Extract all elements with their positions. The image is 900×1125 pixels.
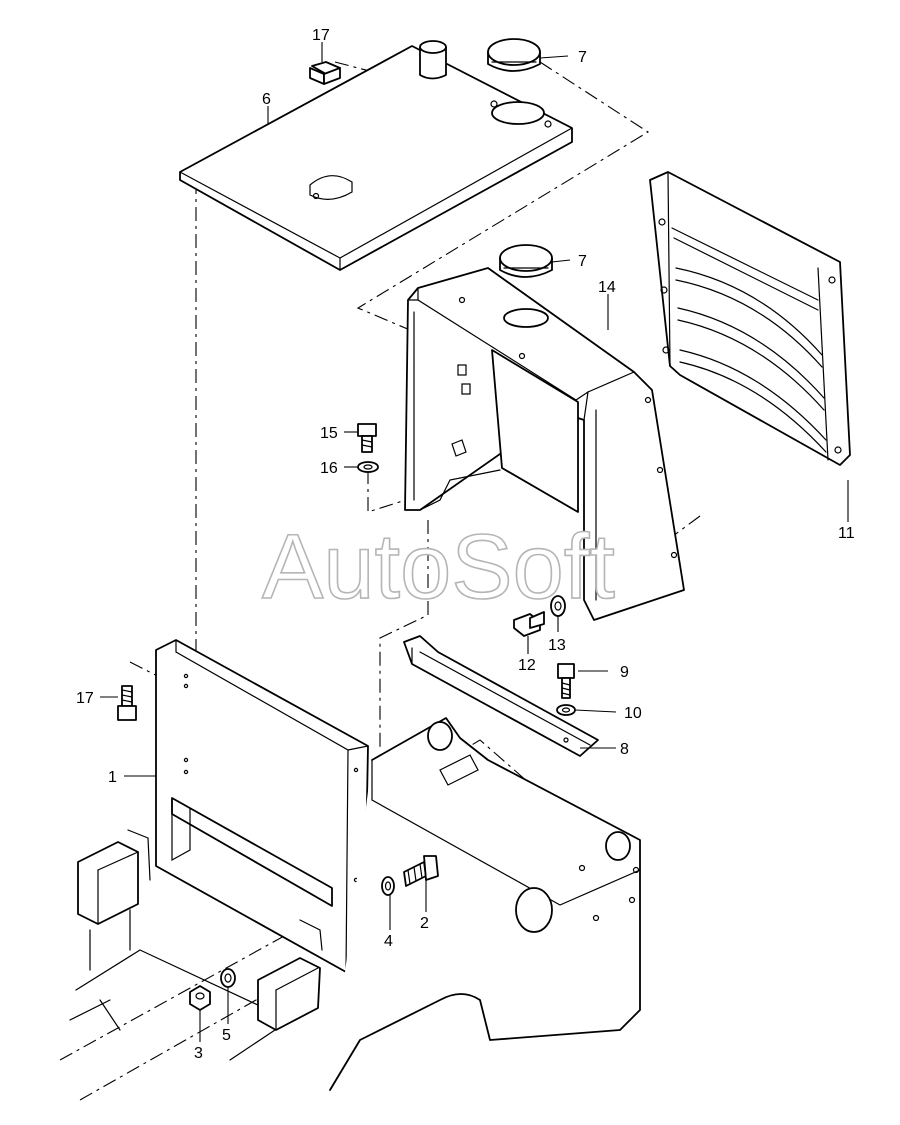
bolt-9 bbox=[557, 663, 575, 699]
callout-4: 4 bbox=[384, 933, 393, 950]
side-panel bbox=[155, 639, 369, 973]
leader-lines bbox=[100, 42, 849, 1042]
callout-17-top: 17 bbox=[312, 27, 330, 44]
chassis-base bbox=[69, 717, 641, 1091]
callout-labels: 17 7 6 7 14 15 16 11 13 12 9 10 8 17 1 2… bbox=[76, 27, 855, 1062]
callout-16: 16 bbox=[320, 460, 338, 477]
callout-10: 10 bbox=[624, 705, 642, 722]
callout-8: 8 bbox=[620, 741, 629, 758]
callout-17-left: 17 bbox=[76, 690, 94, 707]
callout-7-lower: 7 bbox=[578, 253, 587, 270]
washer-16 bbox=[357, 461, 379, 473]
filler-neck-cylinder bbox=[419, 40, 447, 80]
watermark: AutoSoft bbox=[262, 516, 615, 618]
callout-12: 12 bbox=[518, 657, 536, 674]
cap-lower bbox=[499, 244, 553, 278]
support-bracket bbox=[403, 635, 599, 757]
callout-7-upper: 7 bbox=[578, 49, 587, 66]
callout-2: 2 bbox=[420, 915, 429, 932]
callout-15: 15 bbox=[320, 425, 338, 442]
bolt-2 bbox=[403, 855, 439, 887]
callout-11: 11 bbox=[838, 525, 855, 542]
left-bracket bbox=[77, 829, 151, 971]
callout-13: 13 bbox=[548, 637, 566, 654]
callout-1: 1 bbox=[108, 769, 117, 786]
callout-5: 5 bbox=[222, 1027, 231, 1044]
callout-14: 14 bbox=[598, 279, 616, 296]
cap-upper bbox=[487, 38, 541, 72]
callout-9: 9 bbox=[620, 664, 629, 681]
nut-3 bbox=[189, 985, 211, 1011]
washer-10 bbox=[556, 704, 576, 716]
frame-shroud bbox=[404, 267, 685, 621]
washer-5 bbox=[220, 968, 236, 988]
callout-3: 3 bbox=[194, 1045, 203, 1062]
callout-6: 6 bbox=[262, 91, 271, 108]
washer-4 bbox=[381, 876, 395, 896]
top-cover-plate bbox=[179, 45, 573, 271]
mount-block bbox=[257, 919, 323, 1031]
grille bbox=[649, 171, 851, 466]
bolt-17-left bbox=[117, 685, 137, 721]
bolt-15 bbox=[357, 423, 377, 453]
bolt-12 bbox=[513, 611, 545, 637]
bolt-17-top bbox=[309, 61, 341, 85]
